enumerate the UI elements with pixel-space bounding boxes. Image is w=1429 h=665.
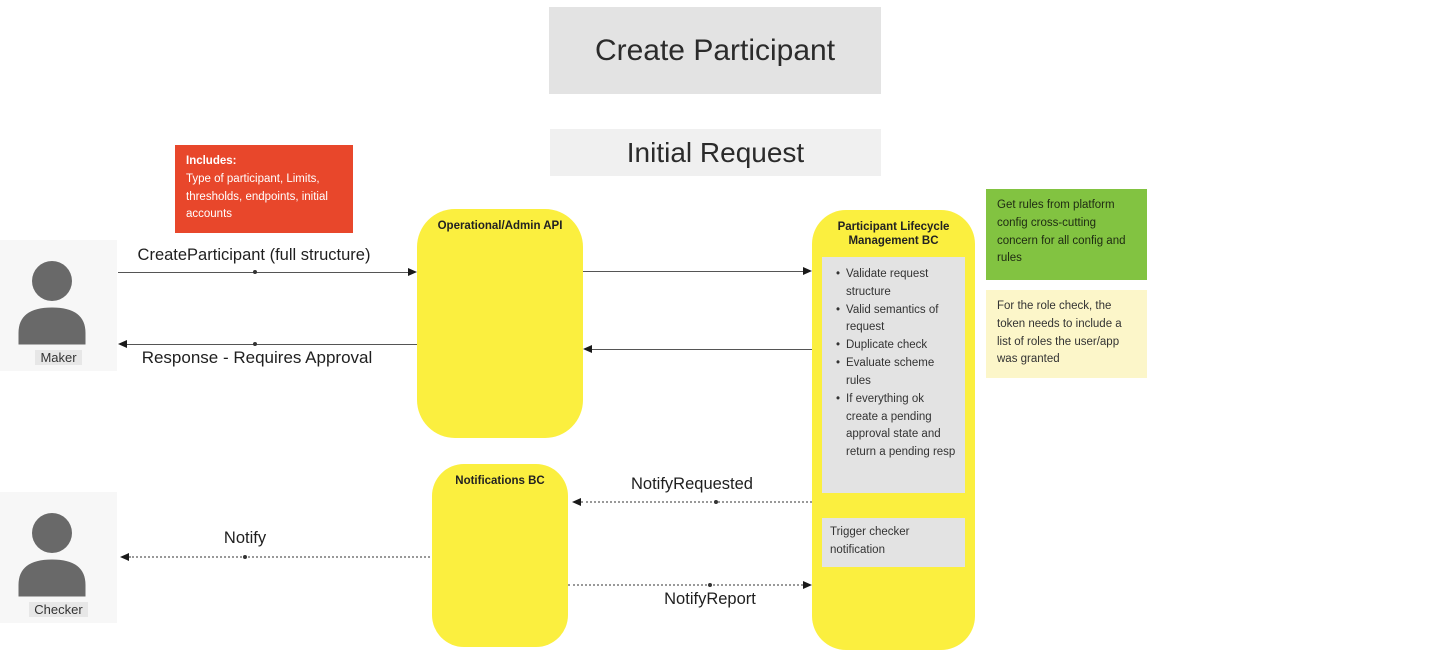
line-midpoint-dot <box>714 500 718 504</box>
line-midpoint-dot <box>253 342 257 346</box>
message-label-response: Response - Requires Approval <box>141 348 373 367</box>
arrowhead-right-icon <box>803 581 812 589</box>
plm-task-item: Valid semantics of request <box>828 302 959 338</box>
actor-checker: Checker <box>0 492 117 623</box>
actor-maker: Maker <box>0 240 117 371</box>
message-label-notify: Notify <box>223 529 267 547</box>
message-line-notify <box>129 556 430 558</box>
note-role-check: For the role check, the token needs to i… <box>986 290 1147 378</box>
arrowhead-right-icon <box>803 267 812 275</box>
arrowhead-left-icon <box>118 340 127 348</box>
component-participant-lifecycle-bc-title: Participant Lifecycle Management BC <box>837 221 950 248</box>
message-label-notify-report: NotifyReport <box>664 590 756 608</box>
person-icon <box>15 513 89 598</box>
plm-task-item: Duplicate check <box>828 337 959 355</box>
component-operational-admin-api-title: Operational/Admin API <box>437 220 563 232</box>
message-line-create-participant <box>118 272 409 273</box>
line-midpoint-dot <box>253 270 257 274</box>
person-icon <box>15 261 89 346</box>
note-includes-heading: Includes: <box>186 155 237 167</box>
note-includes: Includes: Type of participant, Limits, t… <box>175 145 353 233</box>
arrowhead-left-icon <box>120 553 129 561</box>
plm-trigger-note: Trigger checker notification <box>822 518 965 567</box>
diagram-title: Create Participant <box>549 7 881 94</box>
component-participant-lifecycle-bc: Participant Lifecycle Management BC Vali… <box>812 210 975 650</box>
message-line-response <box>127 344 417 345</box>
arrowhead-left-icon <box>572 498 581 506</box>
line-midpoint-dot <box>243 555 247 559</box>
message-line-response-back <box>592 349 812 350</box>
plm-task-list: Validate request structure Valid semanti… <box>822 257 965 493</box>
plm-task-item: If everything ok create a pending approv… <box>828 391 959 462</box>
line-midpoint-dot <box>708 583 712 587</box>
message-line-create-participant-forward <box>583 271 803 272</box>
note-role-check-text: For the role check, the token needs to i… <box>997 300 1122 366</box>
message-label-create-participant: CreateParticipant (full structure) <box>137 246 371 264</box>
note-includes-body: Type of participant, Limits, thresholds,… <box>186 172 328 221</box>
diagram-subtitle-text: Initial Request <box>626 136 805 168</box>
component-notifications-bc: Notifications BC <box>432 464 568 647</box>
plm-task-item: Evaluate scheme rules <box>828 355 959 391</box>
actor-maker-label: Maker <box>0 349 117 367</box>
arrowhead-left-icon <box>583 345 592 353</box>
component-notifications-bc-title: Notifications BC <box>455 475 545 487</box>
plm-task-item: Validate request structure <box>828 266 959 302</box>
message-line-notify-requested <box>581 501 812 503</box>
message-label-notify-requested: NotifyRequested <box>631 475 753 493</box>
diagram-title-text: Create Participant <box>594 33 836 67</box>
diagram-subtitle: Initial Request <box>550 129 881 176</box>
note-platform-config-text: Get rules from platform config cross-cut… <box>997 199 1126 265</box>
message-line-notify-report <box>568 584 803 586</box>
note-platform-config: Get rules from platform config cross-cut… <box>986 189 1147 280</box>
arrowhead-right-icon <box>408 268 417 276</box>
actor-checker-label: Checker <box>0 601 117 619</box>
component-operational-admin-api: Operational/Admin API <box>417 209 583 438</box>
